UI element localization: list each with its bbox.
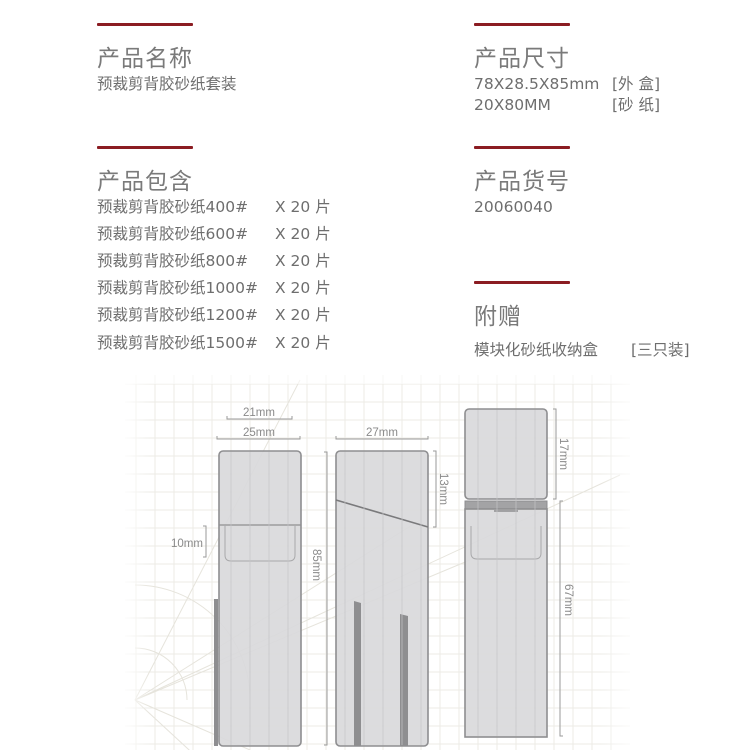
dim-side-width: 27mm (366, 427, 398, 439)
side-view-box (335, 450, 429, 747)
gift-value: 模块化砂纸收纳盒 (474, 341, 599, 359)
accent-bar (474, 23, 570, 26)
accent-bar (97, 23, 193, 26)
item-qty: X 20 片 (275, 334, 331, 352)
item-qty: X 20 片 (275, 306, 331, 324)
product-code-section: 产品货号 20060040 (474, 146, 734, 226)
list-item: 预裁剪背胶砂纸400# (97, 197, 248, 217)
technical-drawing: 21mm 25mm 27mm 10mm 13mm 17mm 85mm 67mm (0, 370, 750, 750)
item-name: 预裁剪背胶砂纸1500# (97, 334, 258, 352)
item-qty: X 20 片 (275, 225, 331, 243)
gift-title: 附赠 (474, 304, 522, 330)
dimension-lines (203, 408, 563, 746)
accent-bar (474, 281, 570, 284)
product-code-value: 20060040 (474, 198, 553, 216)
open-lid-box (464, 408, 548, 738)
dimension-labels: 21mm 25mm 27mm 10mm 13mm 17mm 85mm 67mm (171, 407, 574, 616)
gift-tag: [三只装] (631, 341, 690, 359)
product-size-section: 产品尺寸 78X28.5X85mm [外 盒] 20X80MM [砂 纸] (474, 23, 734, 123)
item-qty: X 20 片 (275, 198, 331, 216)
item-name: 预裁剪背胶砂纸400# (97, 198, 249, 216)
item-name: 预裁剪背胶砂纸1000# (97, 279, 258, 297)
accent-bar (97, 146, 193, 149)
dim-lid-height: 17mm (557, 438, 569, 470)
dim-slant-height: 13mm (437, 473, 449, 505)
item-qty: X 20 片 (275, 279, 331, 297)
product-contents-section: 产品包含 预裁剪背胶砂纸400# X 20 片 预裁剪背胶砂纸600# X 20… (97, 146, 397, 361)
product-size-title: 产品尺寸 (474, 46, 570, 72)
product-name-value: 预裁剪背胶砂纸套装 (97, 75, 237, 93)
accent-bar (474, 146, 570, 149)
outer-box-tag: [外 盒] (612, 75, 661, 93)
product-name-section: 产品名称 预裁剪背胶砂纸套装 (97, 23, 397, 103)
list-item: 预裁剪背胶砂纸1000# (97, 278, 258, 298)
item-name: 预裁剪背胶砂纸800# (97, 252, 249, 270)
front-view-box (214, 450, 302, 747)
outer-box-size: 78X28.5X85mm (474, 75, 600, 93)
dim-top-outer-width: 25mm (243, 427, 275, 439)
gift-section: 附赠 模块化砂纸收纳盒 [三只装] (474, 281, 744, 366)
sandpaper-size: 20X80MM (474, 96, 551, 114)
list-item: 预裁剪背胶砂纸800# (97, 251, 248, 271)
dim-top-inner-width: 21mm (243, 407, 275, 419)
list-item: 预裁剪背胶砂纸1500# (97, 333, 258, 353)
product-contents-title: 产品包含 (97, 169, 193, 195)
item-qty: X 20 片 (275, 252, 331, 270)
sandpaper-tag: [砂 纸] (612, 96, 661, 114)
item-name: 预裁剪背胶砂纸1200# (97, 306, 258, 324)
product-name-title: 产品名称 (97, 46, 193, 72)
product-code-title: 产品货号 (474, 169, 570, 195)
dim-total-height: 85mm (310, 549, 322, 581)
item-name: 预裁剪背胶砂纸600# (97, 225, 249, 243)
dim-body-height: 67mm (562, 584, 574, 616)
list-item: 预裁剪背胶砂纸1200# (97, 305, 258, 325)
list-item: 预裁剪背胶砂纸600# (97, 224, 248, 244)
dim-window-height: 10mm (171, 538, 203, 550)
